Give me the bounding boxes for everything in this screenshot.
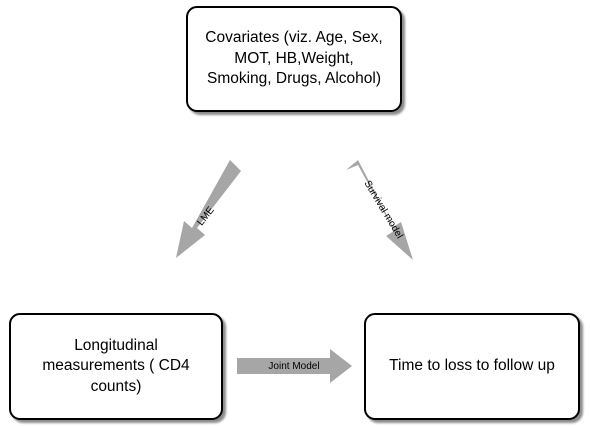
time-to-loss-node-label: Time to loss to follow up [389, 357, 555, 375]
joint-model-arrow-shape [237, 349, 352, 383]
survival-model-arrow-shape [346, 160, 413, 260]
lme-arrow-label: LME [195, 205, 217, 228]
time-to-loss-node: Time to loss to follow up [364, 313, 580, 420]
covariates-node: Covariates (viz. Age, Sex, MOT, HB,Weigh… [186, 6, 402, 112]
survival-model-arrow: Survival model [346, 160, 413, 260]
longitudinal-measurements-node: Longitudinal measurements ( CD4 counts) [9, 313, 223, 420]
covariates-node-label: Covariates (viz. Age, Sex, MOT, HB,Weigh… [205, 29, 383, 88]
joint-model-arrow: Joint Model [237, 349, 352, 383]
longitudinal-measurements-node-label: Longitudinal measurements ( CD4 counts) [42, 336, 190, 395]
joint-model-arrow-label: Joint Model [268, 361, 319, 372]
lme-arrow: LME [176, 160, 241, 258]
survival-model-arrow-label: Survival model [362, 179, 405, 241]
lme-arrow-shape [176, 160, 241, 258]
